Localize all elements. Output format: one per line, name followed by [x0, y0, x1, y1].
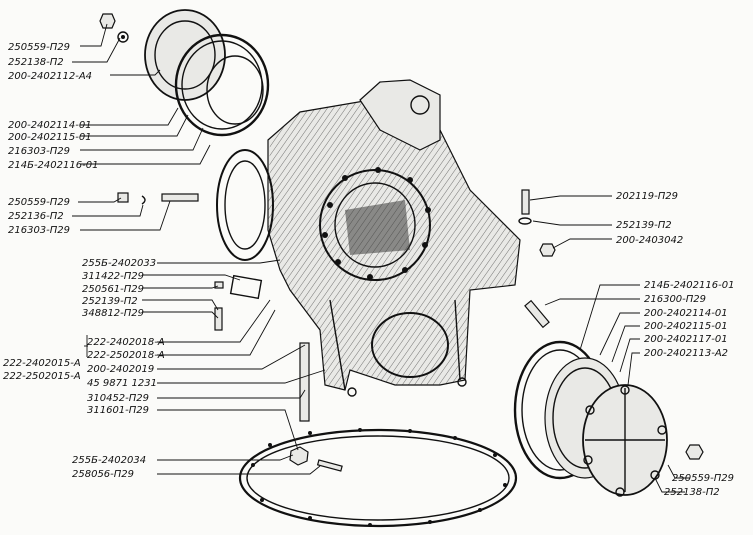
label-311422-p29: 311422-П29: [82, 271, 144, 282]
label-200-2402113-a2: 200-2402113-А2: [644, 348, 728, 359]
label-255b-2402033: 255Б-2402033: [82, 258, 156, 269]
label-250559-p29-mid: 250559-П29: [8, 197, 70, 208]
small-parts: [99, 13, 704, 472]
label-310452-p29: 310452-П29: [87, 393, 149, 404]
label-200-2402114-01-left: 200-2402114-01: [8, 120, 92, 131]
label-255b-2402034: 255Б-2402034: [72, 455, 146, 466]
label-200-2403042: 200-2403042: [616, 235, 683, 246]
right-cover-assembly: [513, 340, 668, 497]
label-200-2402112-a4: 200-2402112-А4: [8, 71, 92, 82]
gasket-bolt-holes: [251, 428, 507, 527]
differential-housing: [216, 79, 521, 397]
label-202119-p29: 202119-П29: [616, 191, 678, 202]
label-252138-p2-top: 252138-П2: [8, 57, 64, 68]
label-250559-p29-right: 250559-П29: [672, 473, 734, 484]
label-216303-p29-a: 216303-П29: [8, 146, 70, 157]
label-250559-p29-top: 250559-П29: [8, 42, 70, 53]
label-252138-p2-right: 252138-П2: [664, 487, 720, 498]
label-222-2502018-a: 222-2502018-А: [87, 350, 165, 361]
label-250561-p29: 250561-П29: [82, 284, 144, 295]
label-200-2402115-01-left: 200-2402115-01: [8, 132, 92, 143]
label-311601-p29: 311601-П29: [87, 405, 149, 416]
left-cover-assembly: [144, 9, 270, 137]
leader-lines: [72, 23, 690, 493]
label-222-2402015-a: 222-2402015-А: [3, 358, 81, 369]
label-45-9871-1231: 45 9871 1231: [87, 378, 157, 389]
bottom-gasket-inner: [246, 435, 510, 521]
label-214b-2402116-01-left: 214Б-2402116-01: [8, 160, 98, 171]
label-252139-p2-left: 252139-П2: [82, 296, 138, 307]
bottom-gasket: [238, 428, 518, 528]
label-258056-p29: 258056-П29: [72, 469, 134, 480]
part-labels: 250559-П29 252138-П2 200-2402112-А4 200-…: [3, 42, 734, 498]
label-222-2502015-a: 222-2502015-А: [3, 371, 81, 382]
label-222-2402018-a: 222-2402018-А: [87, 337, 165, 348]
label-252136-p2: 252136-П2: [8, 211, 64, 222]
label-200-2402115-01-right: 200-2402115-01: [644, 321, 728, 332]
label-216300-p29: 216300-П29: [644, 294, 706, 305]
label-200-2402117-01: 200-2402117-01: [644, 334, 728, 345]
label-200-2402019: 200-2402019: [87, 364, 154, 375]
label-214b-2402116-01-right: 214Б-2402116-01: [644, 280, 734, 291]
label-216303-p29-b: 216303-П29: [8, 225, 70, 236]
label-252139-p2-right: 252139-П2: [616, 220, 672, 231]
label-200-2402114-01-right: 200-2402114-01: [644, 308, 728, 319]
label-348812-p29: 348812-П29: [82, 308, 144, 319]
